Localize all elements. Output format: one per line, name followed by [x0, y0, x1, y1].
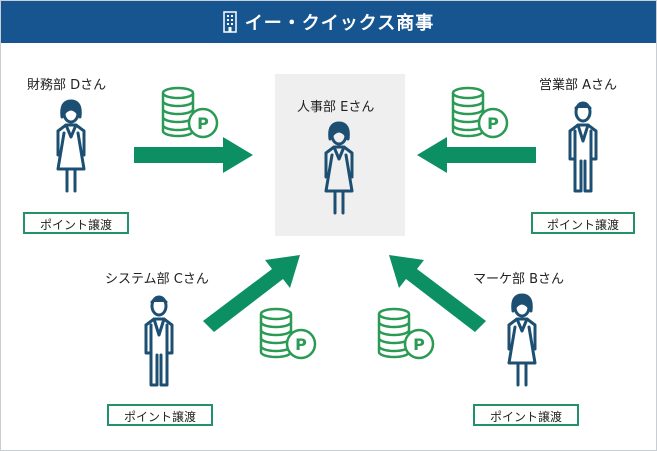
coin-stack-icon: P: [377, 307, 435, 360]
point-coin-label: P: [295, 335, 307, 354]
point-transfer-badge-bottom-right: ポイント譲渡: [473, 404, 579, 426]
person-icon: [324, 121, 354, 215]
point-transfer-badge-bottom-left: ポイント譲渡: [107, 404, 213, 426]
person-name-bottom-left: システム部 Cさん: [105, 272, 209, 287]
company-name: イー・クイックス商事: [244, 13, 435, 34]
person-icon: [507, 293, 537, 387]
point-coin-label: P: [413, 335, 425, 354]
coin-stack-icon: P: [161, 86, 219, 139]
coin-stack-icon: P: [259, 307, 317, 360]
person-name-center: 人事部 Eさん: [297, 100, 375, 115]
building-icon: [223, 11, 237, 33]
person-name-top-left: 財務部 Dさん: [27, 78, 107, 93]
point-coin-label: P: [487, 114, 499, 133]
transfer-arrow-top-left: [134, 137, 253, 173]
transfer-arrow-top-right: [417, 137, 536, 173]
person-name-bottom-right: マーケ部 Bさん: [473, 272, 565, 287]
header-bar: イー・クイックス商事: [1, 1, 656, 43]
person-icon: [568, 101, 598, 193]
transfer-arrow-bottom-left: [203, 255, 300, 332]
person-name-top-right: 営業部 Aさん: [539, 78, 618, 93]
point-coin-label: P: [197, 114, 209, 133]
person-icon: [56, 99, 86, 193]
transfer-arrow-bottom-right: [389, 255, 486, 332]
point-transfer-badge-top-left: ポイント譲渡: [23, 212, 129, 234]
coin-stack-icon: P: [451, 86, 509, 139]
point-transfer-badge-top-right: ポイント譲渡: [531, 212, 635, 234]
person-icon: [144, 295, 174, 387]
